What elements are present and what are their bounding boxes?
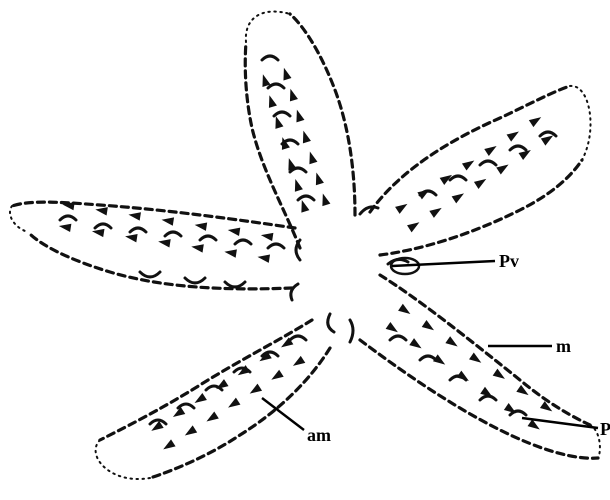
ambulacral-mark <box>519 150 531 160</box>
ambulacral-mark <box>540 401 552 411</box>
ambulacral-mark <box>507 132 519 142</box>
ambulacral-mark <box>395 204 407 214</box>
ambulacral-mark <box>128 212 141 220</box>
label-p: P <box>600 419 610 439</box>
ambulacral-mark <box>496 164 508 174</box>
ambulacral-mark <box>457 371 469 381</box>
ambulacral-mark <box>484 146 496 156</box>
ambulacral-mark <box>283 68 291 81</box>
ambulacral-mark <box>206 411 218 421</box>
ambulacral-mark <box>469 352 481 362</box>
ambulacral-mark <box>258 255 271 263</box>
ambulacral-mark <box>162 217 175 225</box>
ambulacral-mark <box>125 234 138 242</box>
ambulacral-mark <box>429 208 441 218</box>
ambulacral-mark <box>228 398 240 408</box>
ambulacral-mark <box>228 228 241 236</box>
ambulacral-mark <box>238 365 250 375</box>
ambulacral-mark <box>290 89 298 102</box>
arm-left <box>10 202 295 289</box>
label-p-group: P <box>522 418 610 439</box>
ambulacral-mark <box>163 439 175 449</box>
label-am: am <box>307 425 331 445</box>
ambulacral-mark <box>303 131 311 144</box>
ambulacral-mark <box>224 249 237 257</box>
label-m-group: m <box>488 336 571 356</box>
ambulacral-mark <box>309 152 317 165</box>
ambulacral-mark <box>191 244 204 252</box>
ambulacral-mark <box>301 200 309 213</box>
ambulacral-mark <box>185 425 197 435</box>
arm-lower-right <box>360 275 600 458</box>
ambulacral-mark <box>409 338 421 348</box>
ambulacral-mark <box>293 356 305 366</box>
ambulacral-mark <box>322 193 330 206</box>
ambulacral-mark <box>398 304 410 314</box>
ambulacral-mark <box>295 179 303 192</box>
ambulacral-mark <box>158 239 171 247</box>
ambulacral-marks <box>59 68 553 450</box>
label-pv: Pv <box>499 251 519 271</box>
label-pv-group: Pv <box>391 251 519 274</box>
ambulacral-mark <box>95 207 108 215</box>
ambulacral-mark <box>541 136 553 146</box>
arm-lower-left <box>96 320 330 479</box>
ambulacral-mark <box>195 393 207 403</box>
arm-right-upper <box>370 86 591 255</box>
ambulacral-mark <box>296 110 304 123</box>
label-am-group: am <box>262 398 331 445</box>
ambulacral-mark <box>529 117 541 127</box>
ambulacral-mark <box>433 354 445 364</box>
ambulacral-mark <box>462 160 474 170</box>
ambulacral-mark <box>195 223 208 231</box>
ambulacral-mark <box>474 179 486 189</box>
ambulacral-mark <box>316 173 324 186</box>
ambulacral-mark <box>452 193 464 203</box>
arm-top <box>245 12 355 248</box>
ambulacral-mark <box>269 95 277 108</box>
ambulacral-mark <box>407 222 419 232</box>
ambulacral-mark <box>417 189 429 199</box>
label-m: m <box>556 336 571 356</box>
ambulacral-mark <box>386 322 398 332</box>
ambulacral-mark <box>275 116 283 129</box>
ambulacral-mark <box>504 403 516 413</box>
ambulacral-mark <box>216 379 228 389</box>
ambulacral-mark <box>59 224 72 232</box>
ambulacral-mark <box>445 336 457 346</box>
ambulacral-mark <box>261 233 274 241</box>
ambulacral-mark <box>422 320 434 330</box>
ambulacral-mark <box>92 229 105 237</box>
ambulacral-mark <box>271 370 283 380</box>
ambulacral-mark <box>250 384 262 394</box>
ambulacral-mark <box>493 369 505 379</box>
